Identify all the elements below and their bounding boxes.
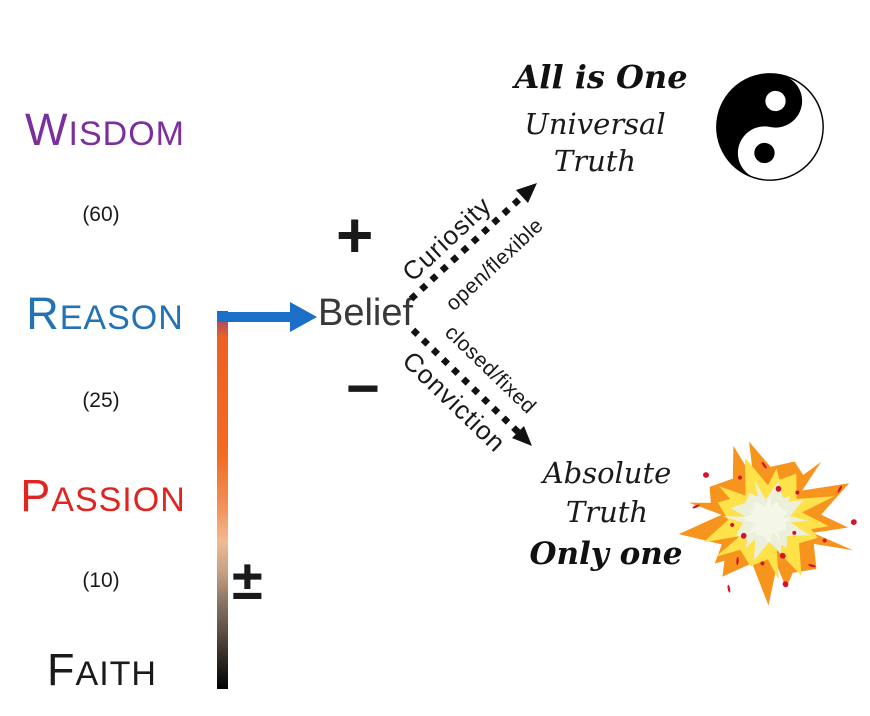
ladder-level-reason: Reason bbox=[26, 288, 184, 339]
gradient-scale-bar bbox=[217, 311, 228, 689]
explosion-icon bbox=[678, 441, 857, 606]
absolute-truth-label: Absolute Truth bbox=[542, 456, 672, 529]
universal-truth-label: Universal Truth bbox=[524, 107, 666, 178]
all-is-one-label: All is One bbox=[514, 58, 688, 96]
yin-yang-icon bbox=[716, 73, 824, 181]
only-one-label: Only one bbox=[529, 536, 683, 572]
ladder-value-60: (60) bbox=[82, 203, 120, 226]
ladder-level-wisdom: Wisdom bbox=[25, 104, 185, 155]
minus-sign: − bbox=[346, 356, 380, 421]
belief-label: Belief bbox=[318, 292, 414, 334]
ladder-level-faith: Faith bbox=[47, 644, 157, 695]
ladder-value-10: (10) bbox=[82, 569, 120, 592]
dotted-arrow-down-icon bbox=[410, 327, 532, 446]
plus-sign: + bbox=[336, 199, 374, 271]
plus-minus-sign: ± bbox=[232, 548, 263, 611]
ladder-value-25: (25) bbox=[82, 389, 120, 412]
blue-arrow-icon bbox=[218, 302, 317, 332]
dotted-arrow-up-icon bbox=[408, 183, 537, 302]
ladder-level-passion: Passion bbox=[20, 470, 186, 521]
